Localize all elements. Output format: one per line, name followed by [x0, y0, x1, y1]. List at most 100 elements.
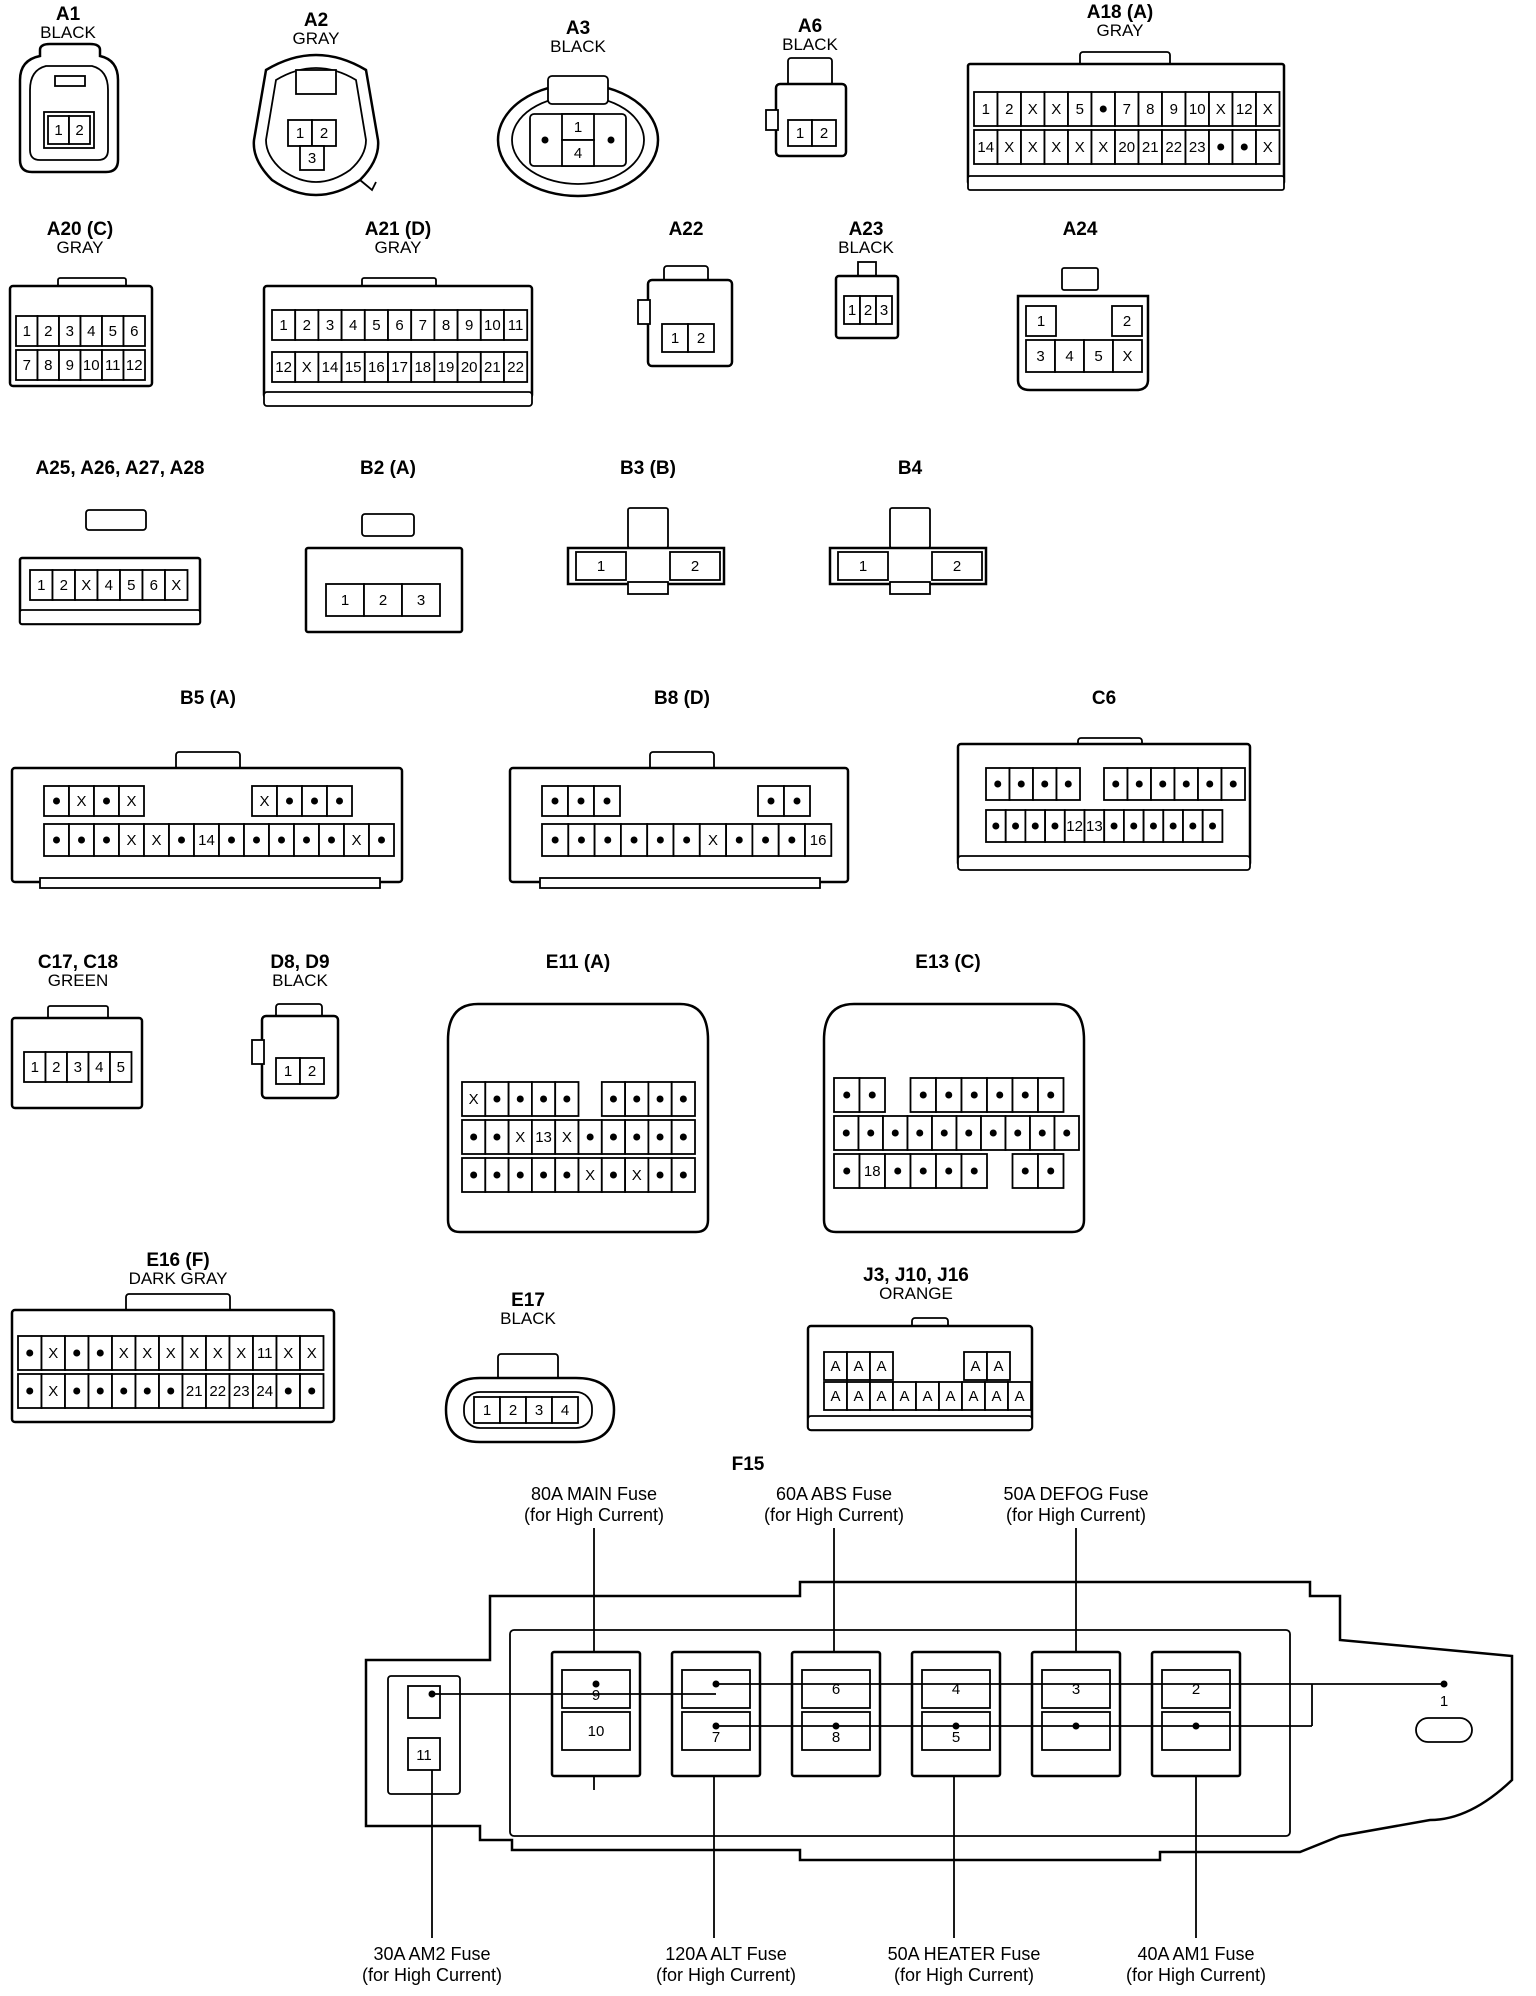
connector-b8-housing: [508, 751, 850, 889]
pin-dot: [1014, 1129, 1022, 1137]
pin-label: 1: [1037, 313, 1045, 330]
fuse-terminal: [407, 1737, 441, 1771]
connector-a3-color: BLACK: [550, 37, 606, 56]
pin-dot: [1159, 780, 1167, 788]
connector-a22-title: A22: [669, 219, 704, 240]
connector-j3-title: J3, J10, J16: [863, 1265, 969, 1286]
connector-b5-header: B5 (A): [180, 688, 236, 709]
pin-label: 12: [275, 359, 292, 376]
pin-label: 1: [859, 558, 867, 575]
pin-dot: [894, 1167, 902, 1175]
pin-dot: [308, 1387, 316, 1395]
pin-dot: [1149, 822, 1157, 830]
fuse-terminal: [921, 1711, 991, 1751]
pin-dot: [493, 1095, 501, 1103]
pin-label: 21: [484, 359, 501, 376]
pin-label: X: [76, 793, 86, 810]
connector-b5-title: B5 (A): [180, 688, 236, 709]
pin-dot: [1099, 105, 1107, 113]
connector-e11-housing: [446, 1002, 710, 1234]
c6-body: [956, 742, 1252, 868]
pin-label: 5: [1076, 101, 1084, 118]
fuse-terminal: [1041, 1711, 1111, 1751]
connector-e16-title: E16 (F): [146, 1250, 209, 1271]
pin-label: X: [126, 793, 136, 810]
pin-label: 6: [150, 577, 158, 594]
connector-c6-title: C6: [1092, 688, 1116, 709]
pin-dot: [336, 797, 343, 805]
pin-dot: [303, 836, 310, 844]
terminal-dot: [592, 1680, 600, 1688]
pin-dot: [607, 136, 615, 144]
pin-label: X: [81, 577, 91, 594]
pin-dot: [992, 822, 1000, 830]
pin-dot: [470, 1171, 478, 1179]
pin-dot: [867, 1129, 875, 1137]
pin-dot: [1182, 780, 1190, 788]
fuse-label-top-2: 60A ABS Fuse: [776, 1484, 892, 1504]
pin-cell: [243, 823, 270, 857]
fuse-terminal: [561, 1711, 631, 1751]
pin-label: 22: [507, 359, 524, 376]
pin-cell: [787, 119, 813, 147]
fuse-label-top-3-sub: (for High Current): [1006, 1505, 1146, 1525]
pin-dot: [788, 836, 796, 844]
pin-label: A: [1014, 1388, 1024, 1405]
pin-dot: [970, 1167, 978, 1175]
pin-label: 2: [953, 558, 961, 575]
pin-cell: [593, 785, 621, 817]
a2-latch: [295, 69, 337, 95]
pin-label: 10: [484, 317, 501, 334]
pin-label: 2: [320, 125, 328, 142]
pin-cell: [561, 139, 595, 167]
pin-cell: [251, 785, 278, 817]
pin-cell: [593, 823, 622, 857]
pin-label: A: [830, 1388, 840, 1405]
pin-label: 4: [561, 1402, 569, 1419]
pin-dot: [1135, 780, 1143, 788]
pin-label: 20: [1118, 139, 1135, 156]
a1-latch: [54, 75, 86, 87]
pin-dot: [73, 1349, 81, 1357]
pin-dot: [609, 1095, 617, 1103]
pin-dot: [970, 1091, 978, 1099]
pin-label: 15: [345, 359, 362, 376]
c6-base: [957, 855, 1251, 871]
pin-dot: [1217, 143, 1225, 151]
pin-label: 5: [372, 317, 380, 334]
pin-label: X: [351, 832, 361, 849]
pin-dot: [1169, 822, 1177, 830]
fuse-terminal-label: 7: [712, 1729, 720, 1746]
pin-label: 8: [1146, 101, 1154, 118]
pin-cell: [1054, 339, 1085, 373]
connector-a3-housing: 14: [496, 75, 660, 198]
pin-dot: [989, 1129, 997, 1137]
fuse-terminal-label: 1: [1440, 1693, 1448, 1710]
pin-label: A: [853, 1358, 863, 1375]
pin-dot: [994, 780, 1002, 788]
pin-label: 12: [126, 357, 143, 374]
a22-body: [646, 278, 734, 368]
fuse-label-bottom-2: 120A ALT Fuse: [665, 1944, 786, 1964]
pin-dot: [540, 1095, 548, 1103]
pin-label: 11: [508, 317, 524, 334]
fuse-terminal: [681, 1711, 751, 1751]
pin-label: 2: [820, 125, 828, 142]
pin-cell: [837, 551, 889, 581]
pin-label: 3: [1036, 348, 1044, 365]
connector-e17-color: BLACK: [500, 1309, 556, 1328]
pin-label: X: [632, 1167, 642, 1184]
pin-dot: [1064, 780, 1072, 788]
pin-cell: [118, 785, 145, 817]
pin-label: X: [166, 1345, 176, 1362]
connector-a18-header: A18 (A)GRAY: [1087, 2, 1154, 40]
a25-base: [19, 609, 201, 625]
pin-label: 1: [483, 1402, 491, 1419]
pin-label: 13: [1086, 818, 1103, 835]
